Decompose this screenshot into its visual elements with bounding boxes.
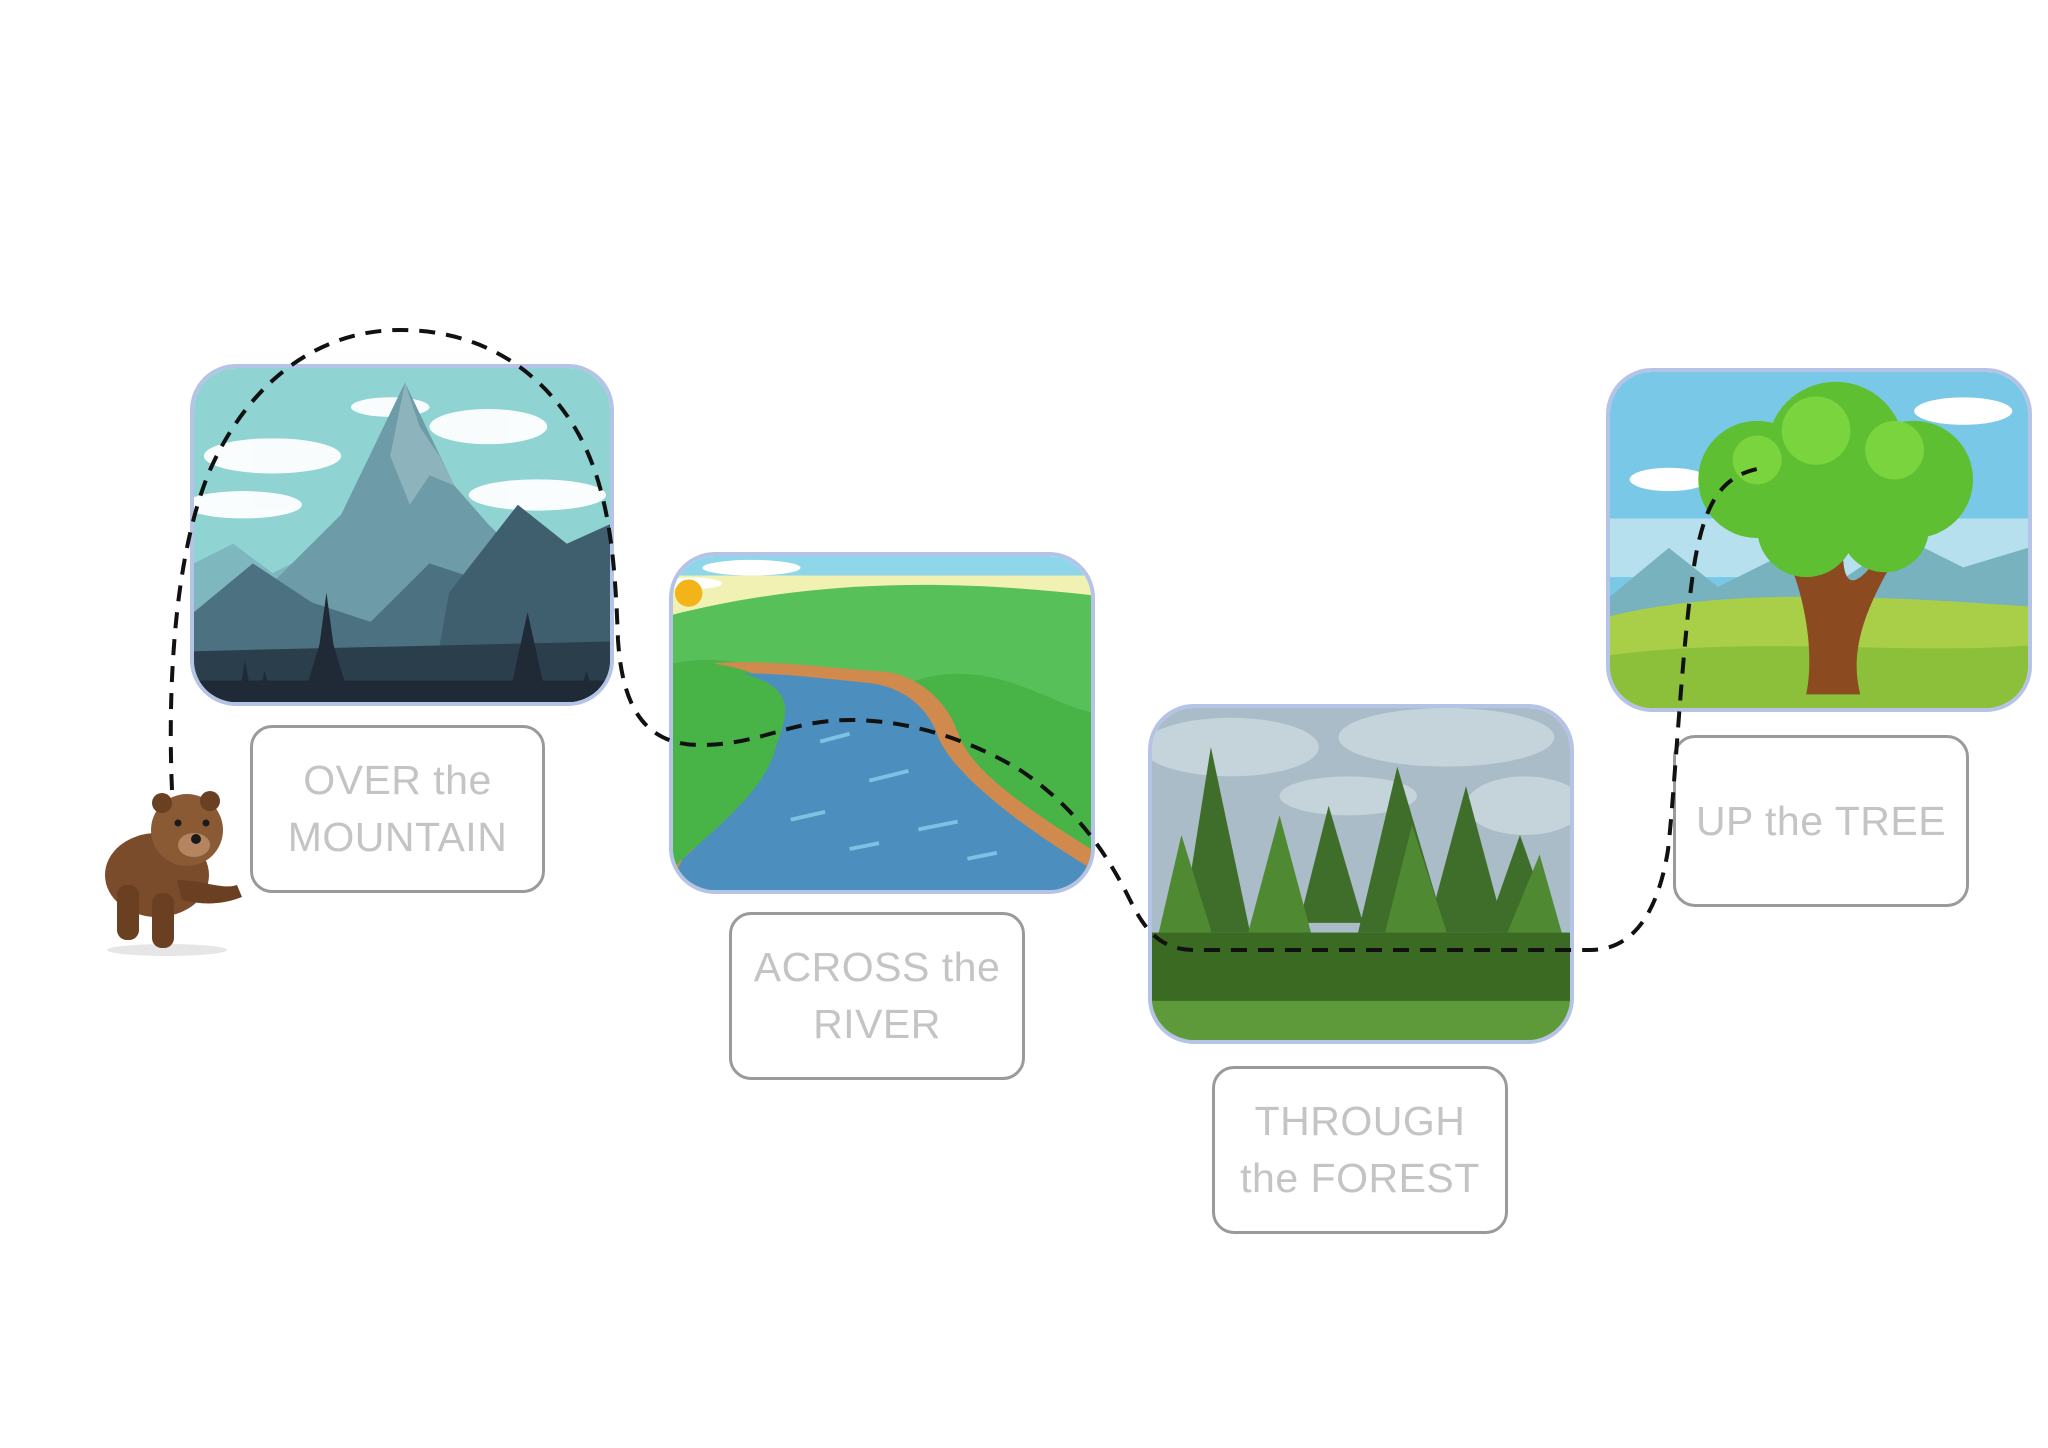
step-label-forest: THROUGH the FOREST xyxy=(1212,1066,1508,1234)
step-label-line: THROUGH xyxy=(1254,1098,1466,1144)
forest-scene-card xyxy=(1148,704,1574,1044)
bear-cub-picture xyxy=(105,791,242,956)
river-picture xyxy=(673,556,1091,890)
step-label-line: UP the TREE xyxy=(1695,797,1947,844)
step-label-line: ACROSS the xyxy=(753,944,1001,990)
tree-scene-card xyxy=(1606,368,2032,712)
step-label-line: MOUNTAIN xyxy=(287,814,508,860)
tree-picture xyxy=(1610,372,2028,708)
step-label-line: RIVER xyxy=(813,1001,941,1047)
step-label-line: OVER the xyxy=(303,757,492,803)
step-label-line: the FOREST xyxy=(1240,1155,1480,1201)
step-label-mountain: OVER the MOUNTAIN xyxy=(250,725,545,893)
river-scene-card xyxy=(669,552,1095,894)
forest-picture xyxy=(1152,708,1570,1040)
mountain-scene-card xyxy=(190,364,614,706)
mountain-picture xyxy=(194,368,610,702)
step-label-river: ACROSS the RIVER xyxy=(729,912,1025,1080)
step-label-tree: UP the TREE xyxy=(1673,735,1969,907)
